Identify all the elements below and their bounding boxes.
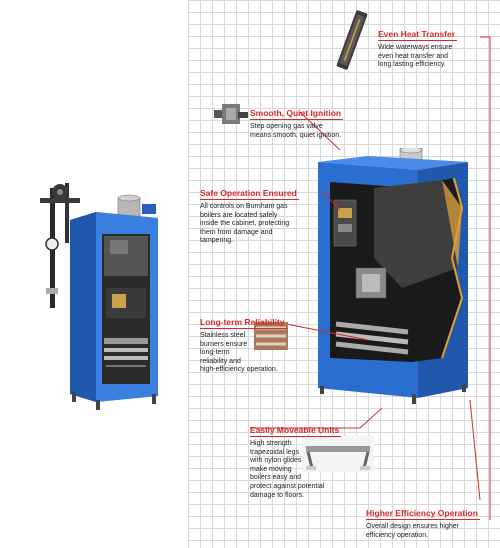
- callout-title: Higher Efficiency Operation: [366, 508, 480, 520]
- callout-long-term-reliability: Long-term Reliability Stainless steel bu…: [200, 312, 290, 375]
- callout-title: Safe Operation Ensured: [200, 188, 299, 200]
- boiler-exterior-illustration: [40, 183, 158, 410]
- callout-higher-efficiency-operation: Higher Efficiency Operation Overall desi…: [366, 503, 494, 540]
- callout-easily-moveable-units: Easily Moveable Units High strength trap…: [250, 420, 360, 500]
- leg-glide-icon: [302, 436, 374, 472]
- callout-title: Easily Moveable Units: [250, 425, 342, 437]
- callout-body: Step opening gas valve means smooth, qui…: [250, 123, 342, 139]
- callout-even-heat-transfer: Even Heat Transfer Wide waterways ensure…: [378, 24, 496, 70]
- gas-valve-icon: [214, 104, 248, 124]
- callout-smooth-quiet-ignition: Smooth, Quiet Ignition Step opening gas …: [250, 103, 368, 140]
- callout-title: Even Heat Transfer: [378, 29, 458, 41]
- burner-tubes-icon: [254, 322, 288, 350]
- callout-body: Wide waterways ensure even heat transfer…: [378, 44, 453, 69]
- callout-title: Long-term Reliability: [200, 317, 287, 329]
- callout-title: Smooth, Quiet Ignition: [250, 108, 344, 120]
- callout-safe-operation: Safe Operation Ensured All controls on B…: [200, 183, 325, 246]
- callout-body: High strength trapezoidal legs with nylo…: [250, 440, 325, 499]
- boiler-cutaway-illustration: [318, 148, 468, 404]
- callout-body: All controls on Burnham gas boilers are …: [200, 203, 290, 245]
- heat-exchanger-section-icon: [336, 10, 368, 70]
- callout-body: Stainless steel burners ensure long-term…: [200, 332, 278, 374]
- callout-body: Overall design ensures higher efficiency…: [366, 523, 459, 539]
